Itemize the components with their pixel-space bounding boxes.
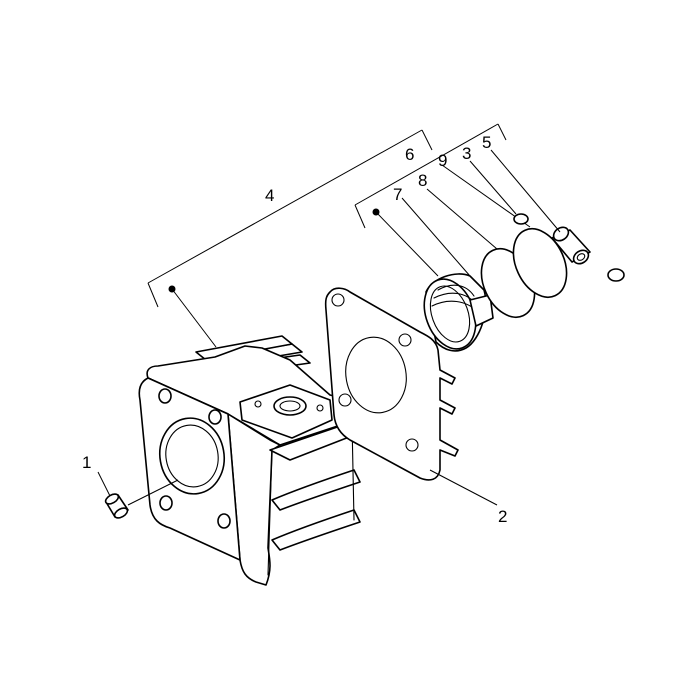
- callout-2: 2: [498, 507, 507, 526]
- bracket-kit-6: [354, 123, 507, 277]
- callout-7: 7: [393, 185, 402, 204]
- callout-8: 8: [418, 171, 427, 190]
- cylinder-base-gasket: [324, 287, 498, 506]
- piston: [401, 197, 494, 352]
- dowel-pin: [97, 471, 179, 519]
- piston-pin: [490, 149, 591, 265]
- piston-pin-circlip-right: [607, 268, 625, 282]
- piston-pin-circlip: [469, 160, 529, 225]
- callout-3: 3: [462, 144, 471, 163]
- callout-6: 6: [405, 145, 414, 164]
- cylinder-block: [138, 335, 363, 586]
- bracket-assembly-4: [147, 129, 433, 348]
- callout-5: 5: [482, 133, 491, 152]
- callout-9: 9: [438, 151, 447, 170]
- callout-1: 1: [82, 453, 91, 472]
- callout-4: 4: [265, 186, 274, 205]
